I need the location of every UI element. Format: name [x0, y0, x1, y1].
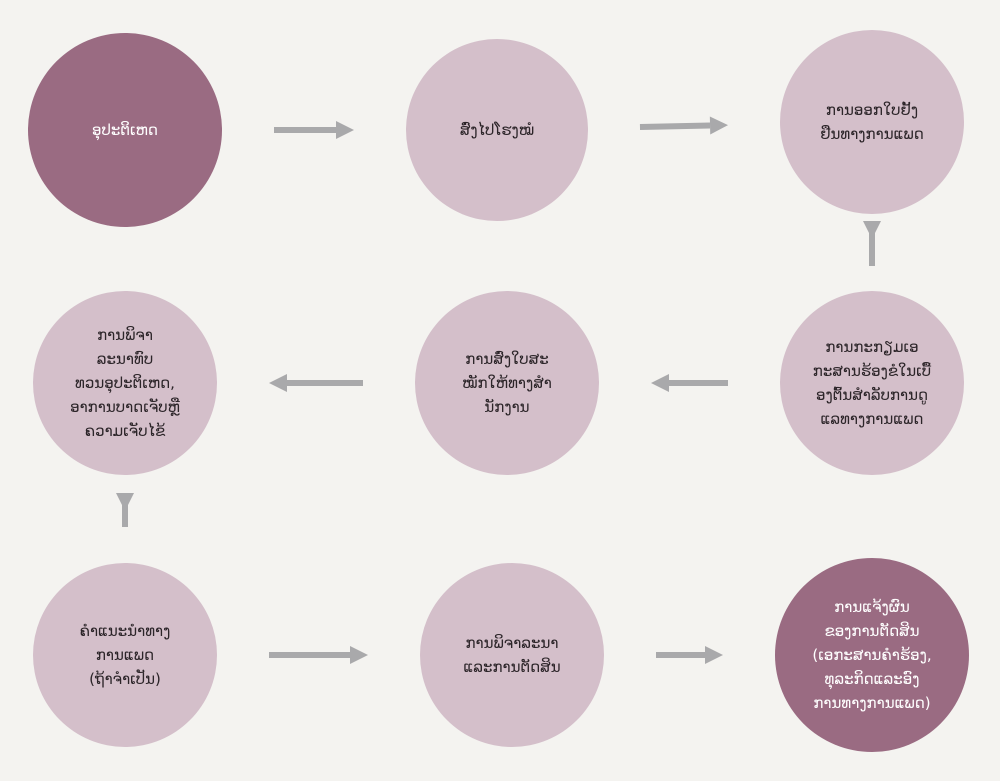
node-notification: ການແຈ້ງຜົນ ຂອງການຕັດສິນ (ເອກະສານຄຳຮ້ອງ, …: [775, 558, 969, 752]
node-label: ການອອກໃບຢັ້ງ ຢືນທາງການແພດ: [820, 101, 924, 143]
node-label: ສົ່ງໄປໂຮງໝໍ: [459, 121, 535, 139]
arrow-head-medical-certification-to-fill-claim-form: [863, 221, 881, 239]
arrow-head-consideration-decision-to-notification: [705, 646, 723, 664]
node-label: ການແຈ້ງຜົນ ຂອງການຕັດສິນ (ເອກະສານຄຳຮ້ອງ, …: [812, 598, 932, 712]
arrow-head-fill-claim-form-to-submit-to-office: [651, 374, 669, 392]
arrow-head-accident-to-hospital: [336, 121, 354, 139]
node-hospital: ສົ່ງໄປໂຮງໝໍ: [406, 39, 588, 221]
node-label: ການກະກຽມເອ ກະສານຮ້ອງຂໍໃນເບື້ ອງຕົ້ນສຳລັບ…: [812, 338, 932, 428]
node-medical-certification: ການອອກໃບຢັ້ງ ຢືນທາງການແພດ: [780, 30, 964, 214]
node-label: ການສົ່ງໃບສະ ໝັກໃຫ້ທາງສຳ ນັກງານ: [462, 350, 552, 416]
arrow-head-review-circumstances-to-medical-advice: [116, 493, 134, 511]
node-consideration-decision: ການພິຈາລະນາ ແລະການຕັດສິນ: [420, 563, 604, 747]
node-label: ອຸປະຕິເຫດ: [92, 121, 158, 139]
arrow-shaft-hospital-to-medical-certification: [639, 122, 711, 130]
node-label: ການພິຈາລະນາ ແລະການຕັດສິນ: [463, 634, 561, 676]
node-label: ຄຳແນະນຳທາງ ການແພດ (ຖ້າຈຳເປັນ): [79, 622, 171, 688]
arrow-head-submit-to-office-to-review-circumstances: [269, 374, 287, 392]
arrow-head-medical-advice-to-consideration-decision: [350, 646, 368, 664]
node-accident: ອຸປະຕິເຫດ: [28, 33, 222, 227]
node-label: ການພິຈາ ລະນາທົບ ທວນອຸປະຕິເຫດ, ອາການບາດເຈ…: [70, 326, 180, 440]
node-fill-claim-form: ການກະກຽມເອ ກະສານຮ້ອງຂໍໃນເບື້ ອງຕົ້ນສຳລັບ…: [780, 291, 964, 475]
arrow-head-hospital-to-medical-certification: [709, 116, 729, 135]
node-submit-to-office: ການສົ່ງໃບສະ ໝັກໃຫ້ທາງສຳ ນັກງານ: [415, 291, 599, 475]
node-medical-advice: ຄຳແນະນຳທາງ ການແພດ (ຖ້າຈຳເປັນ): [33, 563, 217, 747]
node-review-circumstances: ການພິຈາ ລະນາທົບ ທວນອຸປະຕິເຫດ, ອາການບາດເຈ…: [33, 291, 217, 475]
